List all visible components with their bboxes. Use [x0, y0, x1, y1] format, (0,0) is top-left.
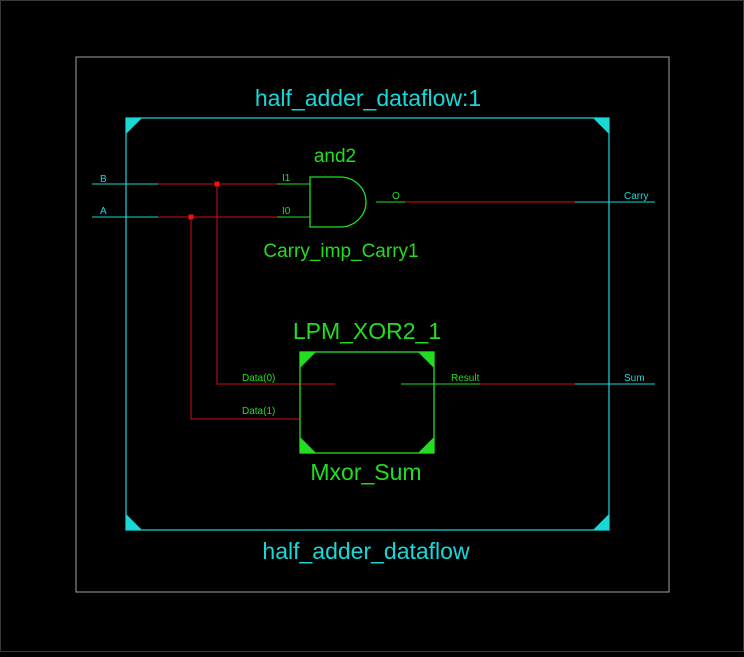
and-gate-body — [309, 176, 367, 228]
module-corner-br — [593, 514, 609, 530]
xor-pin-result-label: Result — [451, 373, 480, 384]
port-a-label: A — [100, 206, 107, 217]
instance-title: half_adder_dataflow:1 — [255, 85, 481, 111]
junction-a — [188, 214, 194, 220]
and-instance-label: Carry_imp_Carry1 — [263, 241, 418, 262]
module-corner-bl — [126, 514, 142, 530]
port-b-label: B — [100, 174, 107, 185]
and-pin-i0-label: I0 — [282, 206, 291, 217]
xor-corner-tl — [300, 352, 316, 368]
xor-corner-bl — [300, 437, 316, 453]
net-b-branch — [216, 184, 335, 385]
xor-block-body — [299, 351, 435, 454]
xor-type-label: LPM_XOR2_1 — [293, 318, 441, 344]
xor-block[interactable] — [299, 351, 480, 454]
net-a-branch — [190, 217, 300, 420]
module-boundary[interactable] — [125, 117, 610, 531]
xor-instance-label: Mxor_Sum — [310, 459, 421, 485]
outer-frame — [75, 56, 670, 593]
and-pin-i1-label: I1 — [282, 173, 291, 184]
xor-pin-data1-label: Data(1) — [242, 406, 275, 417]
port-carry-label: Carry — [624, 191, 648, 202]
nets[interactable] — [158, 183, 575, 420]
port-sum-label: Sum — [624, 373, 645, 384]
and-pin-o-label: O — [392, 191, 400, 202]
port-wires — [92, 183, 655, 385]
module-corner-tr — [593, 118, 609, 134]
junction-b — [214, 181, 220, 187]
xor-corner-br — [418, 437, 434, 453]
and-gate[interactable] — [277, 176, 405, 228]
xor-pin-data0-label: Data(0) — [242, 373, 275, 384]
module-name: half_adder_dataflow — [262, 538, 470, 564]
and-type-label: and2 — [314, 146, 356, 167]
xor-corner-tr — [418, 352, 434, 368]
module-corner-tl — [126, 118, 142, 134]
